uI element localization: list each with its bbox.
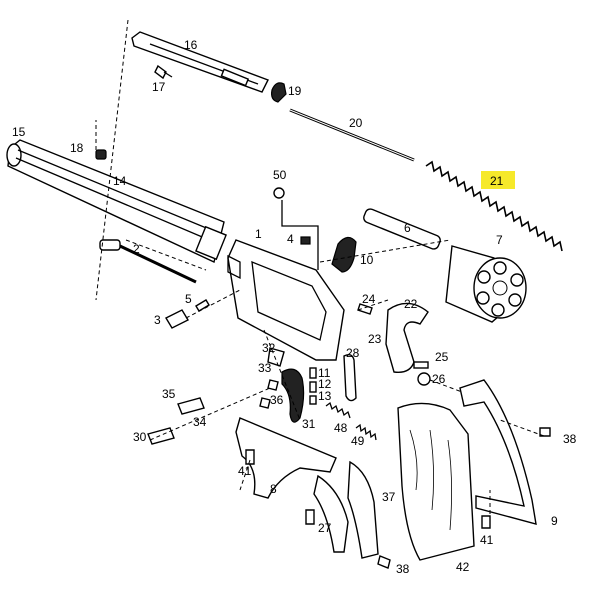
callout-42: 42 (456, 560, 470, 574)
callout-25: 25 (435, 350, 449, 364)
part-27-screw (305, 509, 315, 525)
callout-19: 19 (288, 84, 302, 98)
part-31-trigger (281, 368, 305, 423)
part-32-bolt (267, 347, 285, 367)
callout-49: 49 (351, 434, 365, 448)
part-22-hammer (385, 302, 429, 373)
callout-23: 23 (368, 332, 382, 346)
part-25-pin (413, 361, 429, 369)
callout-35: 35 (162, 387, 176, 401)
part-16-ejector-housing (131, 31, 269, 93)
highlight-box-21 (481, 171, 515, 189)
part-30-screw (147, 427, 175, 445)
callout-41-left: 41 (238, 464, 252, 478)
callout-38: 38 (396, 562, 410, 576)
part-49-spring (355, 423, 377, 441)
callout-18: 18 (70, 141, 84, 155)
part-35-screw (177, 397, 205, 415)
callout-17: 17 (152, 80, 166, 94)
callout-37: 37 (382, 490, 396, 504)
part-8-grip-panel (313, 474, 349, 553)
callout-24: 24 (362, 292, 376, 306)
part-38-screw (377, 555, 391, 569)
callout-8: 8 (270, 482, 277, 496)
assembly-lines (95, 19, 545, 514)
part-1-frame (227, 239, 345, 361)
callout-28: 28 (346, 346, 360, 360)
part-33-screw (267, 379, 279, 391)
callout-39: 38 (563, 432, 577, 446)
part-17-screw (154, 64, 173, 80)
callout-5: 5 (185, 292, 192, 306)
callout-4: 4 (287, 232, 294, 246)
callout-labels: 16 17 19 20 21 15 18 14 50 1 4 6 7 2 10 … (12, 38, 577, 576)
callout-48: 48 (334, 421, 348, 435)
part-18-nut (95, 149, 107, 160)
callout-21: 21 (490, 174, 504, 188)
callout-1: 1 (255, 227, 262, 241)
callout-36: 36 (270, 393, 284, 407)
part-37-grip-frame (347, 460, 379, 559)
part-21-spring (425, 160, 563, 252)
part-39-screw (539, 427, 551, 437)
callout-41-right: 41 (480, 533, 494, 547)
callout-33: 33 (258, 361, 272, 375)
part-20-ejector-rod (289, 108, 415, 162)
callout-27: 27 (318, 521, 332, 535)
part-36-screw (259, 397, 271, 409)
callout-22: 22 (404, 297, 418, 311)
callout-6: 6 (404, 221, 411, 235)
callout-12: 12 (318, 377, 332, 391)
part-11-12-13-pins (309, 367, 317, 405)
part-5-screw (195, 299, 210, 312)
callout-30: 30 (133, 430, 147, 444)
callout-10: 10 (360, 253, 374, 267)
callout-9: 9 (551, 514, 558, 528)
callout-32: 32 (262, 341, 276, 355)
part-28-spring-plate (343, 353, 357, 402)
part-10-hand (331, 236, 357, 273)
part-3-screw (165, 309, 189, 329)
callout-16: 16 (184, 38, 198, 52)
part-2-base-pin (99, 239, 197, 284)
part-26-nut (417, 372, 431, 386)
part-4-pin (300, 236, 311, 245)
callout-13: 13 (318, 389, 332, 403)
callout-2: 2 (133, 242, 140, 256)
part-42-grip (397, 402, 475, 561)
callout-7: 7 (496, 233, 503, 247)
callout-31: 31 (302, 417, 316, 431)
callout-3: 3 (154, 313, 161, 327)
part-48-49-spring (325, 401, 351, 419)
callout-50: 50 (273, 168, 287, 182)
callout-15: 15 (12, 125, 26, 139)
callout-20: 20 (349, 116, 363, 130)
part-7-cylinder (445, 245, 527, 323)
callout-11: 11 (318, 366, 331, 380)
part-41-screw (245, 449, 255, 465)
callout-26: 26 (432, 372, 446, 386)
part-50-screw (273, 187, 285, 199)
part-9-backstrap (459, 379, 537, 525)
part-14-barrel (6, 139, 227, 263)
callout-14: 14 (113, 174, 127, 188)
part-41-screw-b (481, 515, 491, 529)
callout-34: 34 (193, 415, 207, 429)
part-6-cylinder-pin (363, 208, 441, 250)
part-19-ejector-head (271, 82, 287, 103)
